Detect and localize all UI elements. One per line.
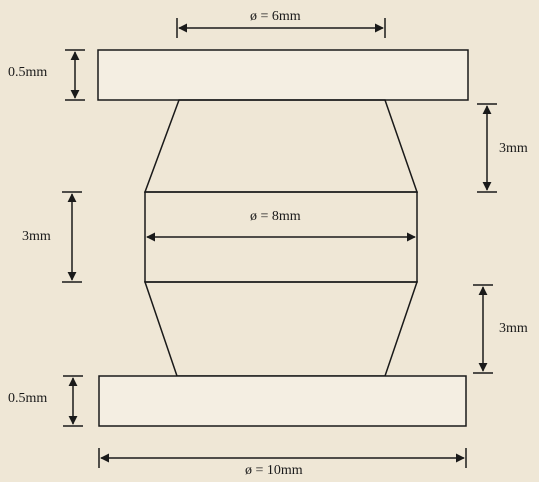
top-plate-thickness-dimension	[65, 49, 85, 101]
lower-taper-height-dimension	[473, 284, 493, 374]
top-plate-thickness-label: 0.5mm	[8, 65, 48, 80]
bottom-diameter-label: ø = 10mm	[245, 463, 303, 478]
bottom-plate-thickness-dimension	[63, 375, 83, 427]
middle-band-height-dimension	[62, 191, 82, 283]
upper-taper-height-label: 3mm	[499, 141, 528, 156]
middle-band-height-label: 3mm	[22, 229, 51, 244]
top-plate	[97, 49, 469, 101]
top-diameter-label: ø = 6mm	[250, 9, 301, 24]
upper-taper	[143, 99, 419, 193]
upper-taper-height-dimension	[477, 103, 497, 193]
bottom-plate-thickness-label: 0.5mm	[8, 391, 48, 406]
bottom-diameter-dimension	[98, 448, 467, 468]
top-diameter-dimension	[176, 18, 386, 38]
lower-taper-height-label: 3mm	[499, 321, 528, 336]
middle-diameter-label: ø = 8mm	[250, 209, 301, 224]
lower-taper	[143, 281, 419, 377]
bottom-plate	[98, 375, 467, 427]
